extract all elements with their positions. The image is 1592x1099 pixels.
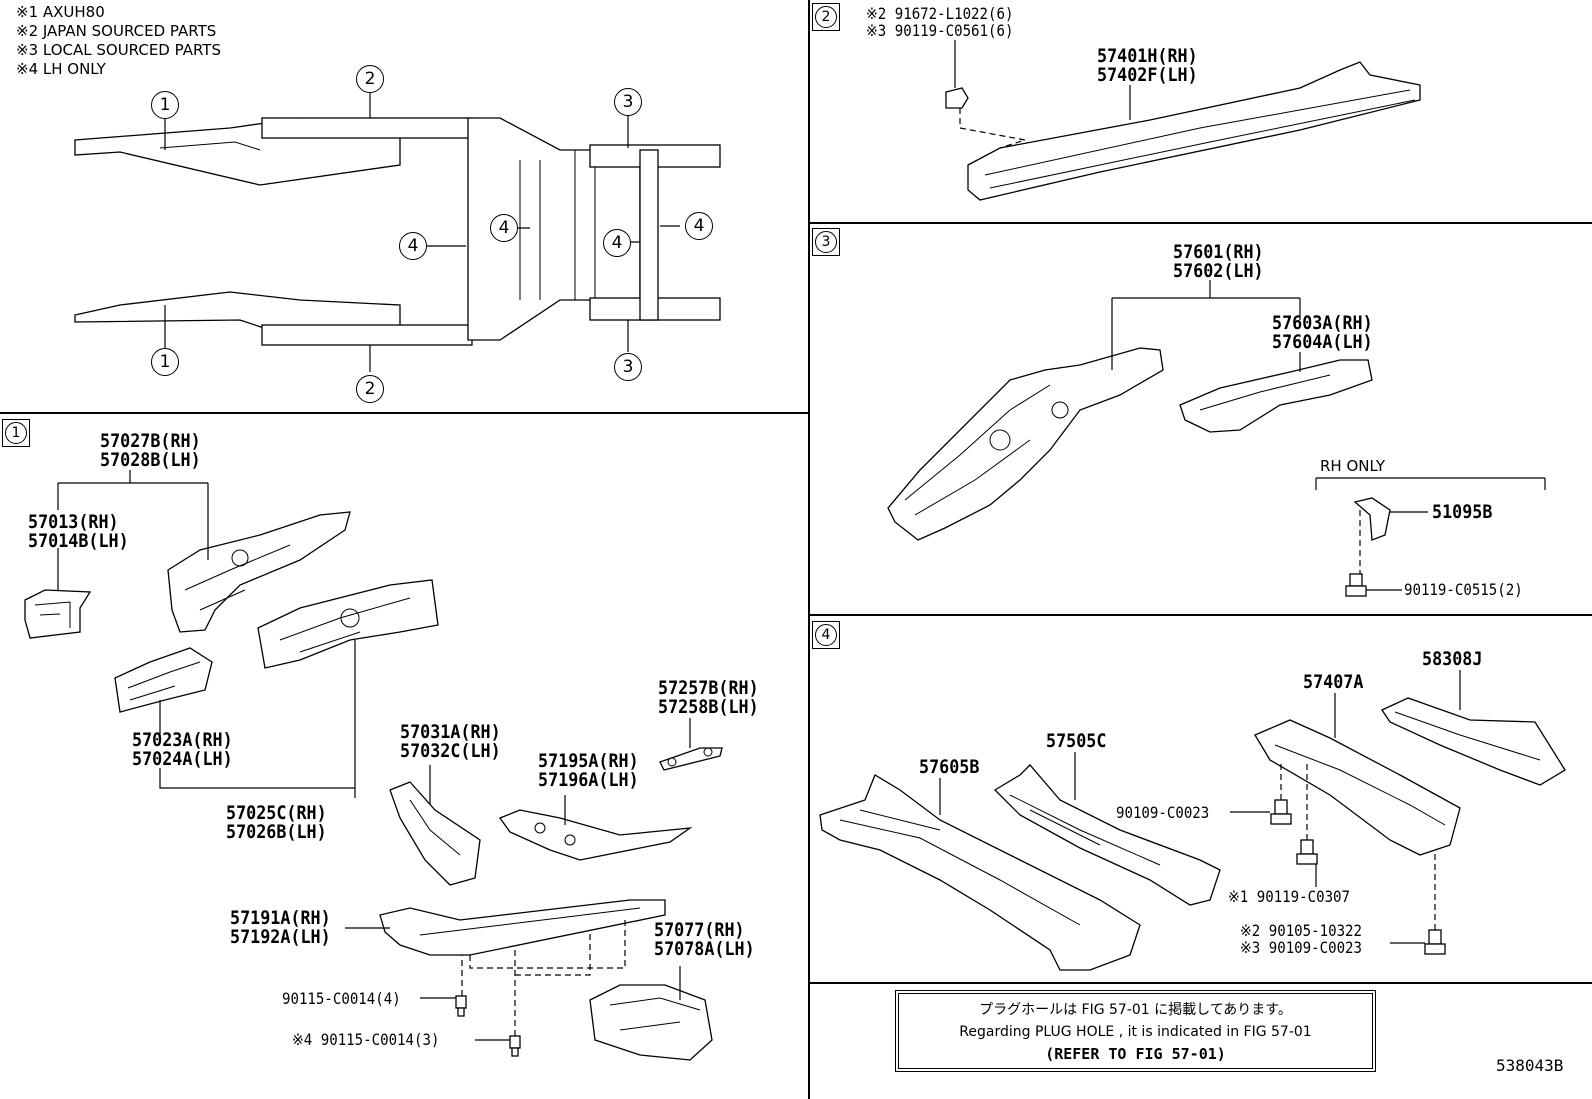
section-1-number: 1 bbox=[5, 422, 27, 444]
part-label-57195A: 57195A(RH) 57196A(LH) bbox=[538, 750, 639, 791]
divider-vertical bbox=[808, 0, 810, 1099]
part-label-57025C: 57025C(RH) 57026B(LH) bbox=[226, 802, 327, 843]
bolt-label-90119-C0515: 90119-C0515(2) bbox=[1404, 580, 1523, 599]
reference-line-refer: (REFER TO FIG 57-01) bbox=[1045, 1045, 1226, 1063]
divider-sec4-ref bbox=[808, 982, 1592, 984]
part-label-57027B: 57027B(RH) 57028B(LH) bbox=[100, 430, 201, 471]
callout-4-right: 4 bbox=[603, 229, 631, 257]
callout-4-far-right: 4 bbox=[685, 212, 713, 240]
part-label-57407A: 57407A bbox=[1303, 671, 1364, 693]
part-label-57077: 57077(RH) 57078A(LH) bbox=[654, 919, 755, 960]
callout-1-lower: 1 bbox=[151, 348, 179, 376]
callout-4-center: 4 bbox=[490, 214, 518, 242]
reference-line-english: Regarding PLUG HOLE , it is indicated in… bbox=[959, 1024, 1312, 1040]
plug-hole-reference-box: プラグホールは FIG 57-01 に掲載してあります。 Regarding P… bbox=[895, 990, 1376, 1072]
callout-2-lower: 2 bbox=[356, 375, 384, 403]
section-badge-4: 4 bbox=[812, 621, 840, 649]
section-3-number: 3 bbox=[815, 231, 837, 253]
note-3: ※3 LOCAL SOURCED PARTS bbox=[16, 41, 221, 59]
section-2-number: 2 bbox=[815, 6, 837, 28]
bolt-label-90109-C0023: 90109-C0023 bbox=[1116, 803, 1210, 822]
part-label-57013: 57013(RH) 57014B(LH) bbox=[28, 511, 129, 552]
part-label-57603A: 57603A(RH) 57604A(LH) bbox=[1272, 312, 1373, 353]
part-label-57601: 57601(RH) 57602(LH) bbox=[1173, 241, 1264, 282]
note-2: ※2 JAPAN SOURCED PARTS bbox=[16, 22, 217, 40]
illustration-number: 538043B bbox=[1496, 1056, 1564, 1075]
part-label-57605B: 57605B bbox=[919, 756, 980, 778]
divider-overview bbox=[0, 412, 808, 414]
section-badge-3: 3 bbox=[812, 228, 840, 256]
note-1: ※1 AXUH80 bbox=[16, 3, 105, 21]
callout-2-upper: 2 bbox=[356, 65, 384, 93]
reference-line-japanese: プラグホールは FIG 57-01 に掲載してあります。 bbox=[979, 1002, 1292, 1018]
part-label-57401H: 57401H(RH) 57402F(LH) bbox=[1097, 45, 1198, 86]
part-label-58308J: 58308J bbox=[1422, 648, 1483, 670]
bolt-label-90105-10322: ※2 90105-10322 ※3 90109-C0023 bbox=[1240, 921, 1363, 957]
divider-sec2-sec3 bbox=[808, 222, 1592, 224]
callout-3-lower: 3 bbox=[614, 353, 642, 381]
note-4: ※4 LH ONLY bbox=[16, 60, 106, 78]
bolt-label-90115-C0014-3: ※4 90115-C0014(3) bbox=[292, 1030, 440, 1049]
part-label-57505C: 57505C bbox=[1046, 730, 1107, 752]
bolt-label-91672-L1022: ※2 91672-L1022(6) ※3 90119-C0561(6) bbox=[866, 4, 1014, 40]
part-label-51095B: 51095B bbox=[1432, 501, 1493, 523]
part-label-57257B: 57257B(RH) 57258B(LH) bbox=[658, 677, 759, 718]
bolt-label-90115-C0014-4: 90115-C0014(4) bbox=[282, 989, 401, 1008]
divider-sec3-sec4 bbox=[808, 614, 1592, 616]
callout-1-upper: 1 bbox=[151, 91, 179, 119]
part-label-57031A: 57031A(RH) 57032C(LH) bbox=[400, 721, 501, 762]
callout-4-left: 4 bbox=[399, 232, 427, 260]
section-4-number: 4 bbox=[815, 624, 837, 646]
callout-3-upper: 3 bbox=[614, 88, 642, 116]
bolt-label-90119-C0307: ※1 90119-C0307 bbox=[1228, 887, 1351, 906]
section-badge-1: 1 bbox=[2, 419, 30, 447]
section-badge-2: 2 bbox=[812, 3, 840, 31]
rh-only-label: RH ONLY bbox=[1320, 457, 1386, 475]
part-label-57023A: 57023A(RH) 57024A(LH) bbox=[132, 729, 233, 770]
part-label-57191A: 57191A(RH) 57192A(LH) bbox=[230, 907, 331, 948]
